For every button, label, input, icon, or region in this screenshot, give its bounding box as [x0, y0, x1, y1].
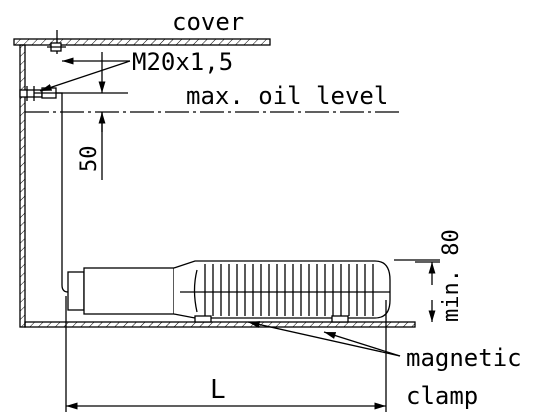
heater-coil-housing: [173, 260, 391, 319]
cable: [56, 92, 69, 293]
magnetic-clamp-left: [194, 315, 212, 323]
cover-plate: [13, 38, 271, 46]
magnetic-clamp-right: [331, 315, 349, 323]
tank-bottom: [24, 321, 416, 328]
min-height-dimension: [394, 259, 440, 322]
tank-wall: [19, 44, 26, 328]
min-height-label: min. 80: [439, 229, 464, 322]
oil-level-label: max. oil level: [186, 82, 388, 110]
cover-label: cover: [172, 8, 244, 36]
heater-head: [83, 267, 175, 315]
coil-end: [193, 269, 198, 313]
heater-coil: [204, 264, 374, 316]
heater-connector: [67, 271, 85, 311]
length-dimension: [65, 296, 387, 412]
heater: [67, 260, 391, 319]
clamp-leader-2: [247, 321, 401, 357]
length-label: L: [210, 375, 226, 405]
thread-label: M20x1,5: [132, 48, 233, 76]
clamp-leader-1: [323, 331, 401, 357]
cover-fitting: [47, 30, 66, 54]
thread-leader-2: [39, 60, 131, 92]
magnetic-label: magnetic: [406, 344, 522, 372]
depth-label: 50: [77, 146, 102, 173]
clamp-label: clamp: [406, 382, 478, 410]
